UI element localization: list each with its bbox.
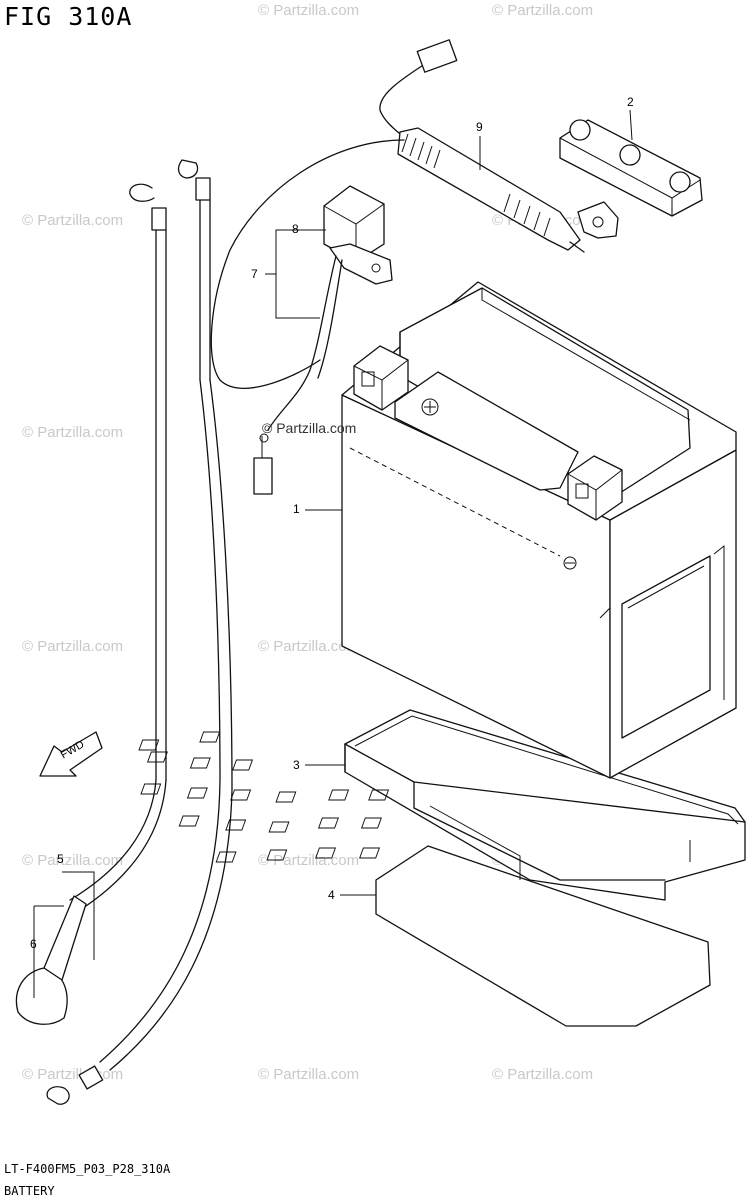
fwd-arrow [39, 731, 103, 777]
battery-part[interactable] [341, 281, 737, 779]
leader-lines [33, 109, 633, 998]
watermark: © Partzilla.com [492, 2, 594, 19]
watermark: © Partzilla.com [492, 1066, 594, 1083]
part-group-name: BATTERY [4, 1184, 55, 1198]
negative-cable-part[interactable] [15, 183, 167, 1025]
watermark: © Partzilla.com [22, 852, 124, 869]
terminal-cover-part[interactable] [559, 119, 703, 217]
watermark: © Partzilla.com [22, 212, 124, 229]
watermark: © Partzilla.com [258, 638, 360, 655]
center-watermark: © Partzilla.com [262, 420, 357, 436]
watermark: © Partzilla.com [258, 852, 360, 869]
figure-title: FIG 310A [4, 2, 133, 31]
battery-tray-part[interactable] [138, 709, 746, 901]
starter-relay-part[interactable] [253, 185, 393, 495]
watermark: © Partzilla.com [258, 1066, 360, 1083]
callout-2: 2 [627, 95, 634, 109]
watermark: © Partzilla.com [22, 424, 124, 441]
battery-pad-part[interactable] [375, 845, 711, 1027]
callout-6: 6 [30, 937, 37, 951]
positive-lead-part[interactable] [210, 39, 619, 389]
watermark: © Partzilla.com [22, 638, 124, 655]
callout-8: 8 [292, 222, 299, 236]
callout-3: 3 [293, 758, 300, 772]
drawing-code: LT-F400FM5_P03_P28_310A [4, 1162, 171, 1176]
callout-5: 5 [57, 852, 64, 866]
ground-cable-part[interactable] [46, 159, 233, 1105]
callout-1: 1 [293, 502, 300, 516]
watermark: © Partzilla.com [258, 2, 360, 19]
callout-4: 4 [328, 888, 335, 902]
callout-7: 7 [251, 267, 258, 281]
callout-9: 9 [476, 120, 483, 134]
